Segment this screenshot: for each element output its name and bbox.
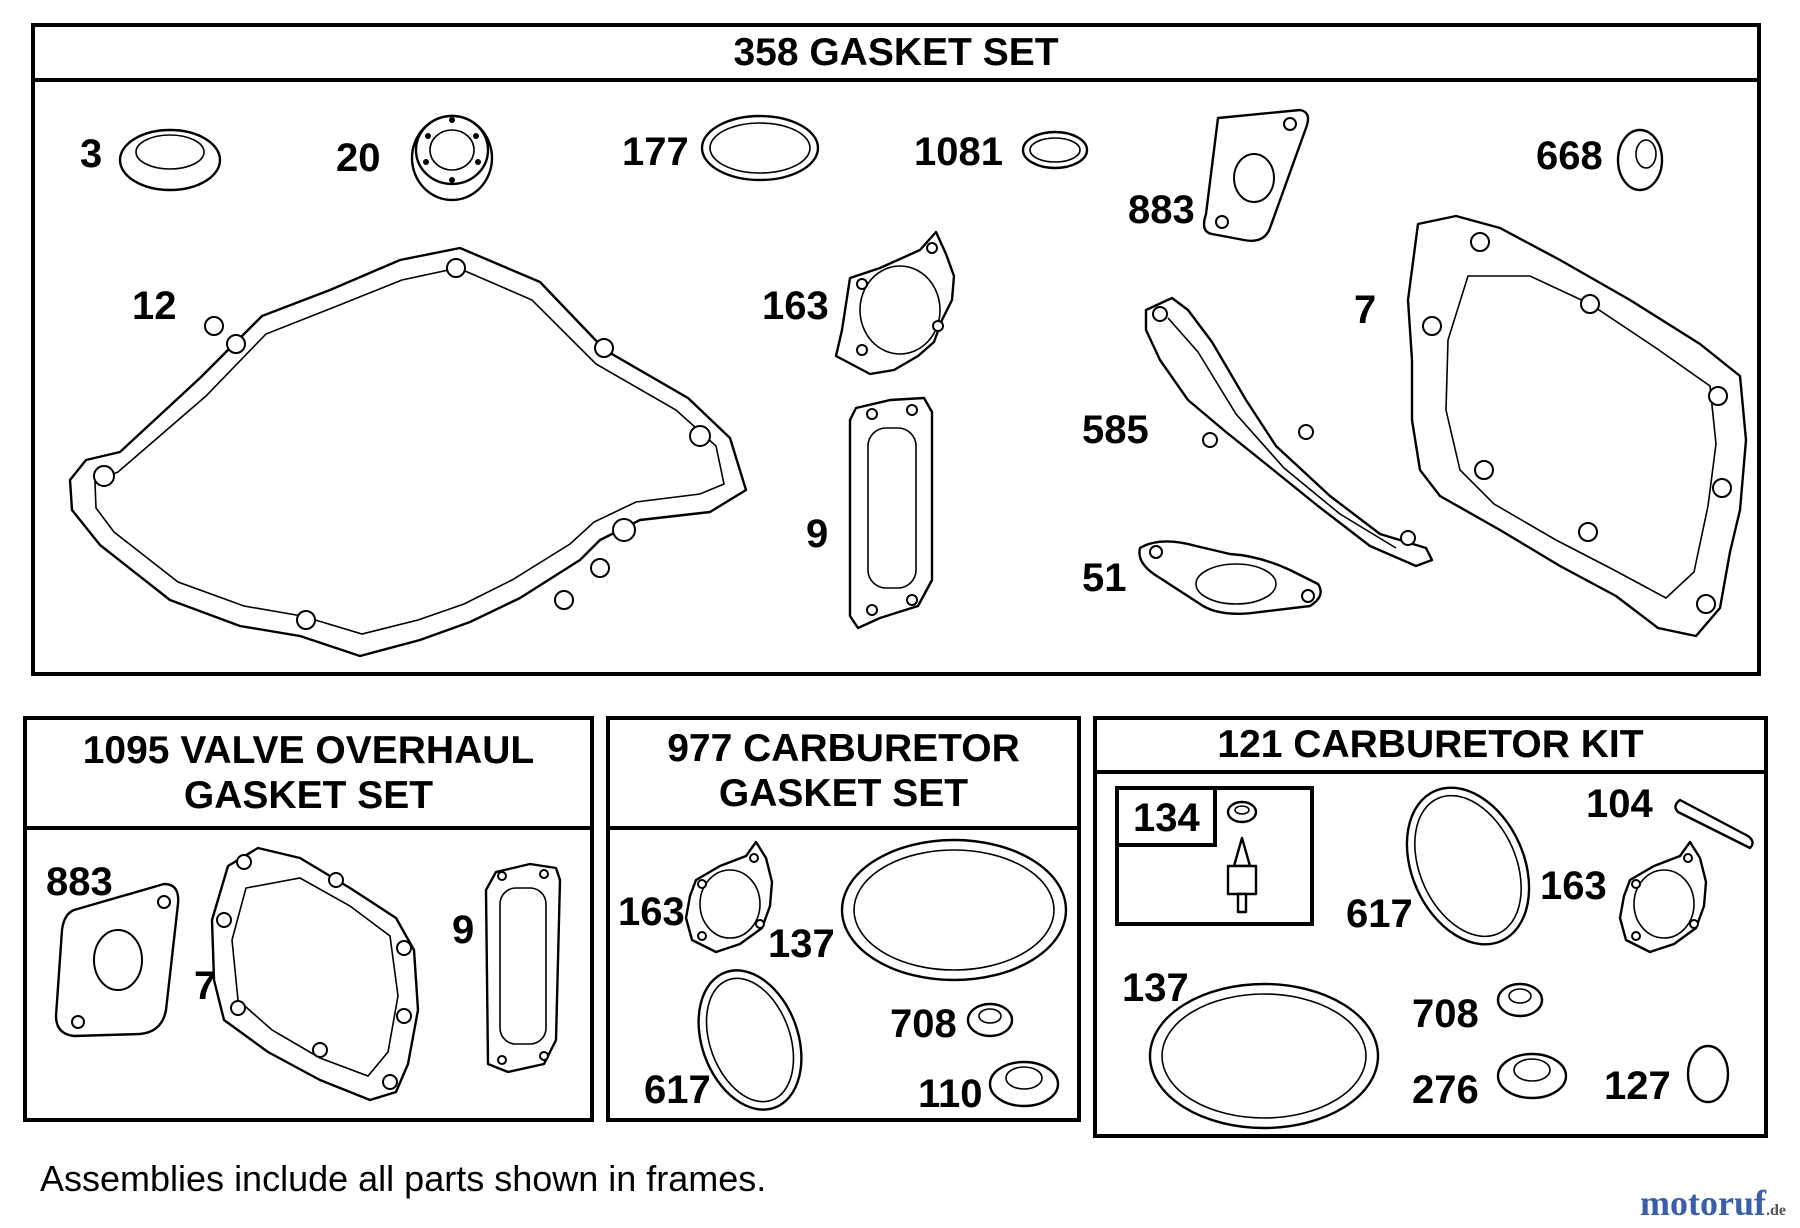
label-137-kit: 137: [1122, 966, 1189, 1010]
part-134-needle-seat: [1226, 800, 1258, 914]
label-276-kit: 276: [1412, 1068, 1479, 1112]
part-883-flange-gasket-small: [54, 882, 180, 1038]
label-127-kit: 127: [1604, 1064, 1671, 1108]
part-883-flange-gasket: [1202, 108, 1310, 242]
label-163-kit: 163: [1540, 864, 1607, 908]
part-137-carb-bowl-ring-kit: [1148, 982, 1380, 1130]
title-valve-overhaul: 1095 VALVE OVERHAUL GASKET SET: [25, 728, 592, 818]
part-12-crankcase-gasket: [68, 246, 748, 658]
watermark-logo: motoruf.de: [1640, 1182, 1786, 1224]
label-708-kit: 708: [1412, 992, 1479, 1036]
title-carb-gasket-line1: 977 CARBURETOR: [667, 727, 1020, 770]
label-177: 177: [622, 130, 689, 174]
label-7-valve: 7: [194, 964, 217, 1008]
label-137-carb: 137: [768, 922, 835, 966]
label-668: 668: [1536, 134, 1603, 178]
frame-carb-kit: [1093, 716, 1768, 1138]
subframe-134-label: 134: [1133, 796, 1200, 840]
part-708-washer-kit: [1496, 982, 1544, 1018]
part-137-carb-bowl-ring: [840, 838, 1068, 982]
part-585-intake-gasket: [1144, 296, 1434, 568]
label-617-carb: 617: [644, 1068, 711, 1112]
label-163-carb: 163: [618, 890, 685, 934]
part-668-washer: [1616, 128, 1664, 192]
label-883-valve: 883: [46, 860, 113, 904]
frame-gasket-set: [31, 23, 1761, 676]
part-9-rocker-cover-gasket-small: [484, 862, 562, 1074]
footnote: Assemblies include all parts shown in fr…: [40, 1158, 767, 1199]
title-gasket-set: 358 GASKET SET: [733, 31, 1059, 74]
label-7: 7: [1354, 288, 1377, 332]
part-617-o-ring: [697, 969, 803, 1111]
label-51: 51: [1082, 556, 1127, 600]
title-carb-gasket-line2: GASKET SET: [718, 772, 969, 815]
part-276-washer: [1496, 1052, 1568, 1100]
label-12: 12: [132, 284, 177, 328]
part-163-cover-gasket-kit: [1618, 840, 1708, 954]
part-7-head-gasket: [1406, 214, 1748, 638]
title-valve-overhaul-line1: 1095 VALVE OVERHAUL: [82, 729, 535, 772]
label-1081: 1081: [914, 130, 1003, 174]
frame-valve-overhaul: [23, 716, 594, 1122]
part-20-oil-seal: [410, 114, 494, 202]
label-617-kit: 617: [1346, 892, 1413, 936]
label-585: 585: [1082, 408, 1149, 452]
label-20: 20: [336, 136, 381, 180]
part-177-o-ring: [700, 114, 820, 182]
part-708-washer: [966, 1002, 1014, 1038]
part-163-cover-gasket: [834, 230, 956, 376]
part-127-welch-plug: [1686, 1044, 1730, 1104]
label-708-carb: 708: [890, 1002, 957, 1046]
title-carb-gasket: 977 CARBURETOR GASKET SET: [608, 726, 1079, 816]
part-51-exhaust-gasket: [1138, 540, 1322, 615]
part-104-pin: [1674, 798, 1754, 850]
label-883: 883: [1128, 188, 1195, 232]
title-carb-kit: 121 CARBURETOR KIT: [1217, 723, 1644, 766]
part-3-seal-ring: [118, 128, 222, 192]
watermark-name: motoruf: [1640, 1183, 1766, 1223]
label-104-kit: 104: [1586, 782, 1653, 826]
part-617-o-ring-kit: [1405, 786, 1531, 946]
label-9: 9: [806, 512, 829, 556]
part-1081-o-ring: [1021, 130, 1089, 170]
part-110-washer: [988, 1060, 1060, 1108]
watermark-tld: .de: [1766, 1202, 1786, 1219]
part-7-head-gasket-small: [210, 846, 420, 1102]
part-9-rocker-cover-gasket: [848, 396, 934, 630]
frame-carb-gasket: [606, 716, 1081, 1122]
label-163: 163: [762, 284, 829, 328]
title-valve-overhaul-line2: GASKET SET: [183, 774, 434, 817]
label-9-valve: 9: [452, 908, 475, 952]
label-3: 3: [80, 132, 103, 176]
part-163-cover-gasket-carb: [684, 840, 774, 954]
label-110-carb: 110: [918, 1072, 983, 1116]
